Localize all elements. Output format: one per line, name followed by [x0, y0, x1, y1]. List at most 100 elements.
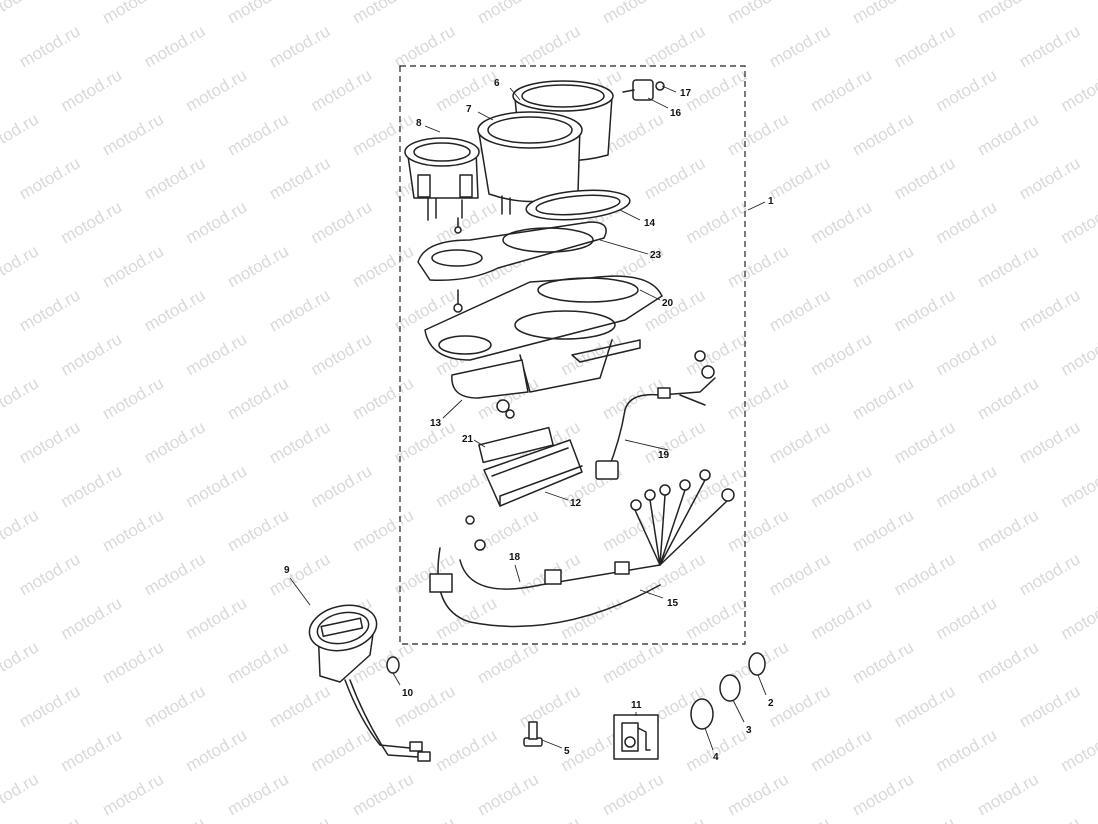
- callout-19: 19: [658, 450, 670, 461]
- speedometer-drive: [622, 79, 665, 101]
- watermark-text: motod.ru: [641, 813, 709, 824]
- watermark-text: motod.ru: [1016, 21, 1084, 71]
- watermark-text: motod.ru: [16, 153, 84, 203]
- watermark-text: motod.ru: [58, 593, 126, 643]
- callout-15: 15: [667, 598, 679, 609]
- watermark-text: motod.ru: [974, 109, 1042, 159]
- watermark-text: motod.ru: [308, 65, 376, 115]
- watermark-text: motod.ru: [224, 769, 292, 819]
- warning-lamp-lens: [478, 426, 554, 464]
- watermark-text: motod.ru: [183, 461, 251, 511]
- watermark-text: motod.ru: [0, 373, 42, 423]
- watermark-text: motod.ru: [849, 637, 917, 687]
- watermark-text: motod.ru: [933, 461, 1001, 511]
- watermark-text: motod.ru: [891, 285, 959, 335]
- watermark-text: motod.ru: [974, 373, 1042, 423]
- watermark-text: motod.ru: [1016, 681, 1084, 731]
- watermark-text: motod.ru: [724, 241, 792, 291]
- watermark-text: motod.ru: [433, 725, 501, 775]
- watermark-text: motod.ru: [58, 461, 126, 511]
- watermark-text: motod.ru: [183, 65, 251, 115]
- watermark-text: motod.ru: [16, 813, 84, 824]
- watermark-text: motod.ru: [183, 329, 251, 379]
- watermark-text: motod.ru: [849, 109, 917, 159]
- watermark-text: motod.ru: [474, 637, 542, 687]
- watermark-text: motod.ru: [308, 197, 376, 247]
- callout-12: 12: [570, 498, 582, 509]
- watermark-text: motod.ru: [641, 417, 709, 467]
- watermark-text: motod.ru: [891, 549, 959, 599]
- watermark-text: motod.ru: [1058, 65, 1098, 115]
- watermark-text: motod.ru: [1016, 153, 1084, 203]
- callout-2: 2: [768, 698, 774, 709]
- watermark-text: motod.ru: [58, 725, 126, 775]
- watermark-text: motod.ru: [724, 109, 792, 159]
- speedometer-gauge: [477, 111, 583, 215]
- fixing-screw: [523, 721, 543, 747]
- watermark-text: motod.ru: [683, 329, 751, 379]
- watermark-text: motod.ru: [849, 373, 917, 423]
- watermark-text: motod.ru: [808, 65, 876, 115]
- watermark-text: motod.ru: [141, 285, 209, 335]
- watermark-text: motod.ru: [891, 21, 959, 71]
- watermark-text: motod.ru: [516, 813, 584, 824]
- watermark-text: motod.ru: [1058, 593, 1098, 643]
- watermark-text: motod.ru: [474, 769, 542, 819]
- watermark-text: motod.ru: [724, 769, 792, 819]
- watermark-text: motod.ru: [558, 593, 626, 643]
- callout-1: 1: [768, 196, 774, 207]
- watermark-text: motod.ru: [58, 197, 126, 247]
- watermark-text: motod.ru: [224, 373, 292, 423]
- watermark-text: motod.ru: [683, 725, 751, 775]
- watermark-text: motod.ru: [974, 0, 1042, 27]
- watermark-text: motod.ru: [349, 769, 417, 819]
- watermark-text: motod.ru: [516, 21, 584, 71]
- watermark-text: motod.ru: [391, 417, 459, 467]
- watermark-text: motod.ru: [849, 769, 917, 819]
- watermark-text: motod.ru: [974, 637, 1042, 687]
- callout-13: 13: [430, 418, 442, 429]
- watermark-text: motod.ru: [141, 153, 209, 203]
- watermark-text: motod.ru: [0, 505, 42, 555]
- watermark-text: motod.ru: [933, 65, 1001, 115]
- callout-labels: 6 7 8 17 16 1 14 23 20 13 21 19 12 18 15…: [284, 78, 774, 763]
- watermark-text: motod.ru: [1058, 197, 1098, 247]
- watermark-text: motod.ru: [58, 329, 126, 379]
- watermark-text: motod.ru: [349, 241, 417, 291]
- watermark-text: motod.ru: [808, 725, 876, 775]
- watermark-text: motod.ru: [641, 549, 709, 599]
- watermark-text: motod.ru: [1016, 417, 1084, 467]
- watermark-text: motod.ru: [308, 461, 376, 511]
- watermark-text: motod.ru: [224, 637, 292, 687]
- watermark-text: motod.ru: [1016, 285, 1084, 335]
- watermark-text: motod.ru: [766, 21, 834, 71]
- watermark-text: motod.ru: [99, 373, 167, 423]
- callout-18: 18: [509, 552, 521, 563]
- callout-11: 11: [631, 700, 642, 711]
- small-gauge: [404, 137, 480, 221]
- watermark-text: motod.ru: [599, 637, 667, 687]
- watermark-text: motod.ru: [224, 505, 292, 555]
- watermark-text: motod.ru: [641, 153, 709, 203]
- watermark-text: motod.ru: [349, 505, 417, 555]
- gauge-gasket: [525, 189, 631, 221]
- watermark-text: motod.ru: [0, 241, 42, 291]
- callout-10: 10: [402, 688, 414, 699]
- watermark-text: motod.ru: [308, 725, 376, 775]
- watermark-text: motod.ru: [766, 153, 834, 203]
- watermark-text: motod.ru: [891, 813, 959, 824]
- watermark-text: motod.ru: [16, 549, 84, 599]
- assembly-boundary: [399, 65, 746, 645]
- fuel-gauge: [308, 604, 431, 762]
- watermark-text: motod.ru: [724, 373, 792, 423]
- watermark-text: motod.ru: [391, 681, 459, 731]
- watermark-text: motod.ru: [391, 813, 459, 824]
- watermark-text: motod.ru: [141, 813, 209, 824]
- watermark-text: motod.ru: [141, 21, 209, 71]
- watermark-text: motod.ru: [933, 725, 1001, 775]
- watermark-text: motod.ru: [724, 505, 792, 555]
- watermark-text: motod.ru: [724, 0, 792, 27]
- watermark-text: motod.ru: [266, 549, 334, 599]
- callout-3: 3: [746, 725, 752, 736]
- warning-lamp-housing: [483, 439, 583, 507]
